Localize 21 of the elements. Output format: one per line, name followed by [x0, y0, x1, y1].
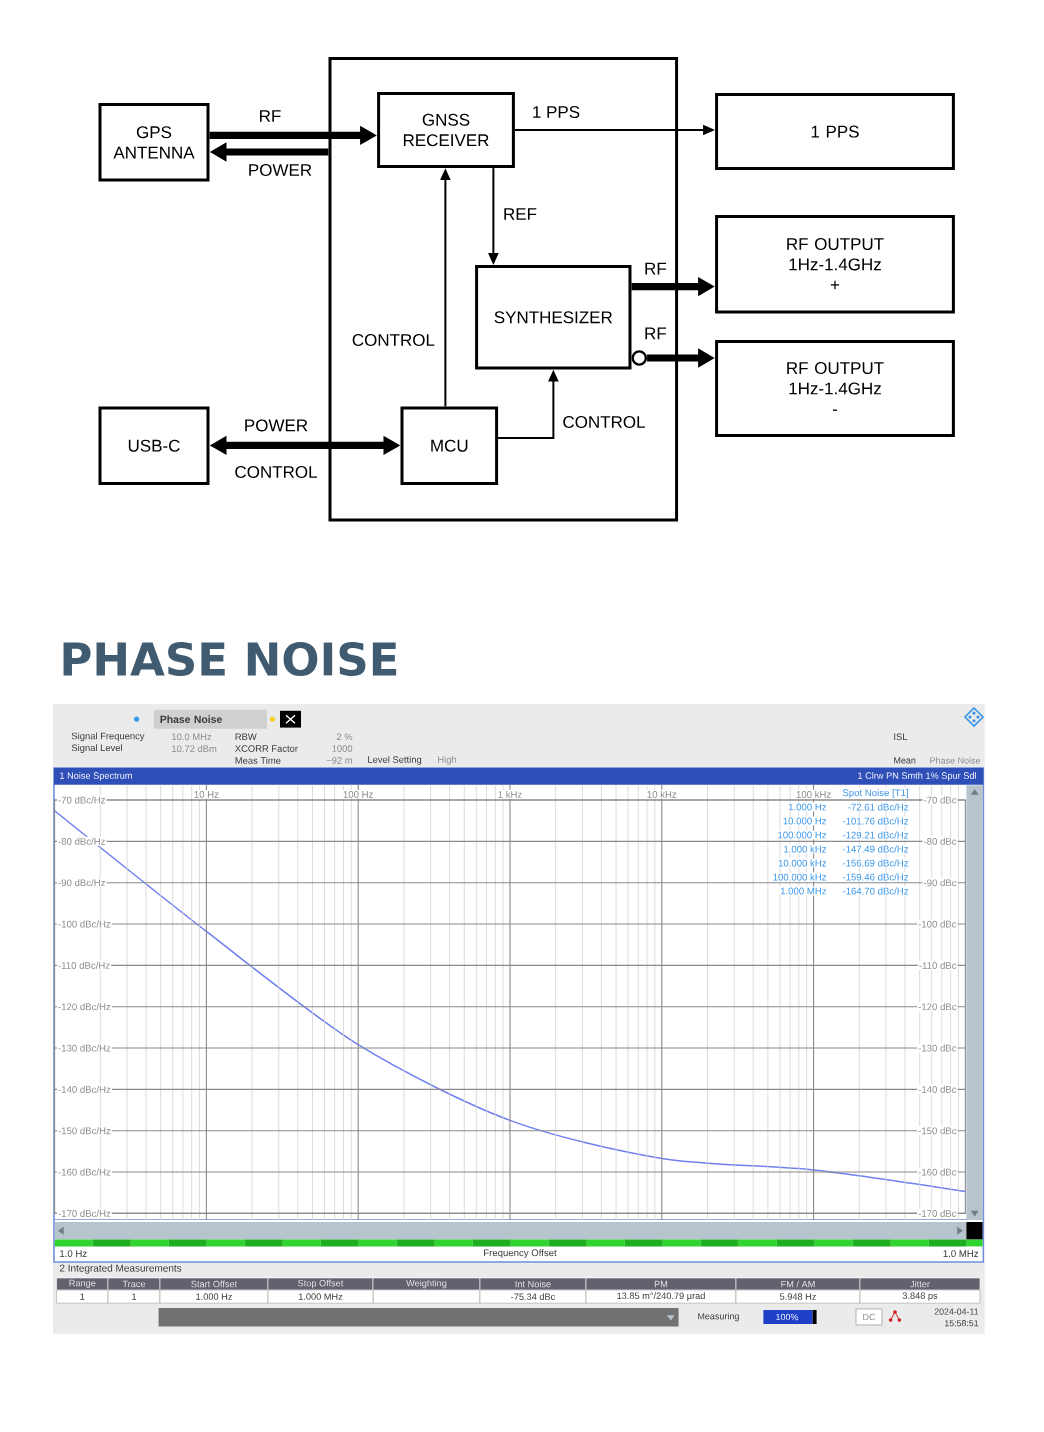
edge-label: CONTROL: [560, 414, 648, 430]
edge-label: POWER: [241, 417, 311, 434]
edge-label: 1 PPS: [529, 104, 583, 120]
block-box: USB-C: [98, 406, 210, 485]
signal-label: CONTROL: [232, 464, 320, 480]
enclosure-box: [328, 57, 679, 522]
line-series: [54, 810, 966, 1193]
edge-label: REF: [501, 206, 539, 222]
block-box: GNSS RECEIVER: [377, 91, 515, 169]
edge-label: CONTROL: [349, 332, 437, 348]
block-box: 1 PPS: [715, 93, 955, 171]
edge-label: RF: [256, 108, 284, 124]
edge-label: RF: [642, 260, 669, 277]
block-box: RF OUTPUT 1Hz-1.4GHz +: [715, 215, 955, 314]
edge-label: RF: [642, 325, 669, 342]
block-box: SYNTHESIZER: [475, 265, 632, 370]
block-box: RF OUTPUT 1Hz-1.4GHz -: [715, 339, 955, 437]
edge-label: POWER: [245, 162, 315, 178]
section-heading: PHASE NOISE: [63, 641, 397, 676]
block-box: GPS ANTENNA: [98, 103, 210, 182]
block-box: MCU: [400, 406, 499, 485]
